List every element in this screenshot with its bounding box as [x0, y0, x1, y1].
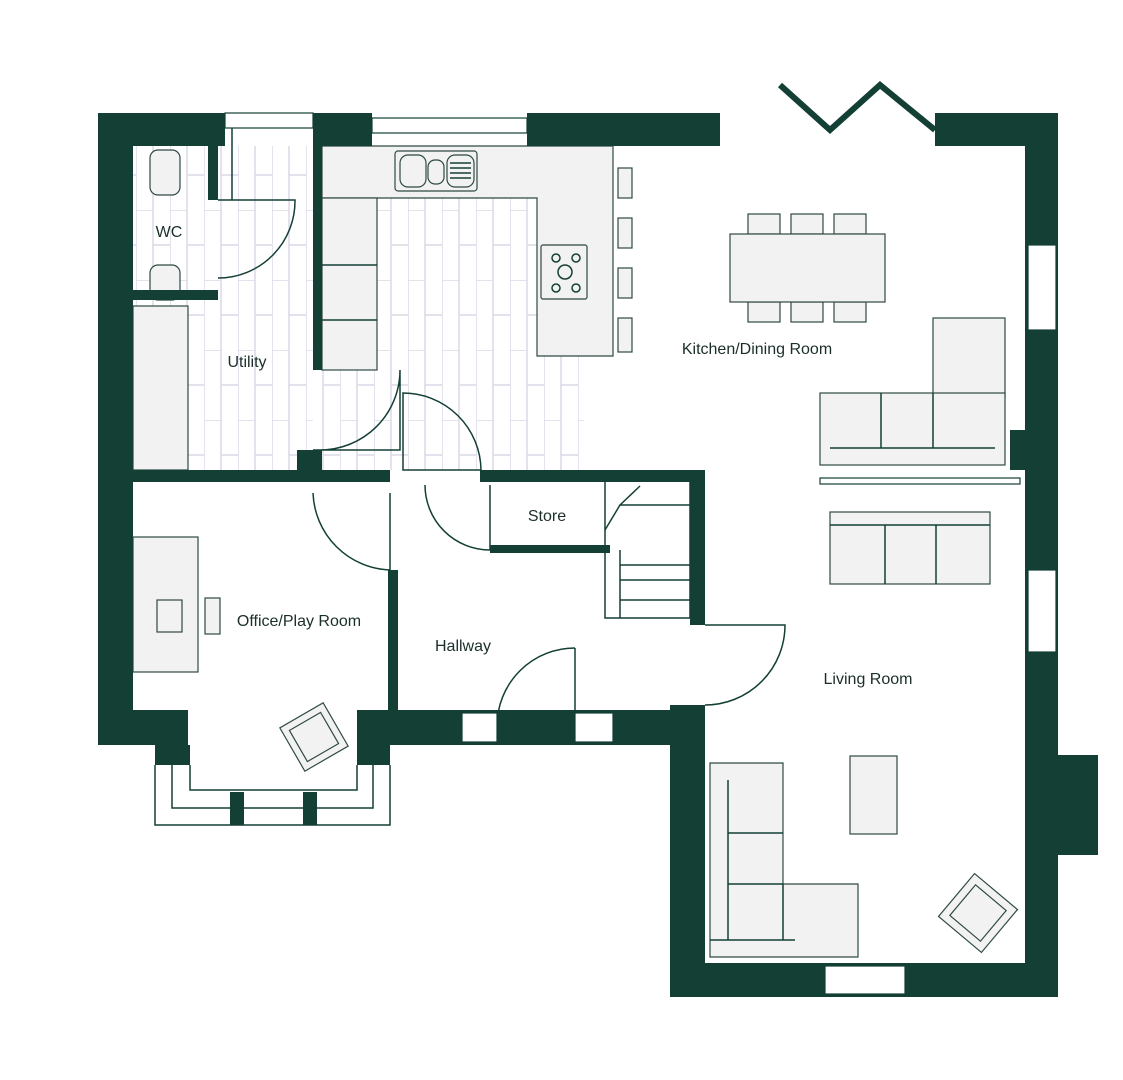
hob-icon [540, 244, 588, 300]
dining-table [729, 213, 886, 323]
room-label-kitchen-dining: Kitchen/Dining Room [682, 341, 832, 358]
armchair [937, 872, 1019, 954]
room-label-living: Living Room [824, 671, 913, 688]
corner-sofa [709, 762, 859, 958]
room-label-office: Office/Play Room [237, 613, 361, 630]
room-label-utility: Utility [227, 354, 266, 371]
bar-stools [617, 167, 633, 353]
sink-icon [394, 150, 478, 192]
staircase [604, 479, 691, 619]
room-label-store: Store [528, 508, 566, 525]
desk [132, 536, 221, 673]
door-swings [217, 128, 786, 740]
room-label-wc: WC [156, 224, 183, 241]
room-label-hallway: Hallway [435, 638, 491, 655]
bifold-doors [777, 81, 937, 135]
windows [154, 112, 1057, 995]
kitchen-units [132, 145, 614, 471]
coffee-table [849, 755, 898, 835]
office-armchair [279, 702, 349, 772]
living-sofa [829, 511, 991, 585]
sofa [819, 317, 1006, 466]
